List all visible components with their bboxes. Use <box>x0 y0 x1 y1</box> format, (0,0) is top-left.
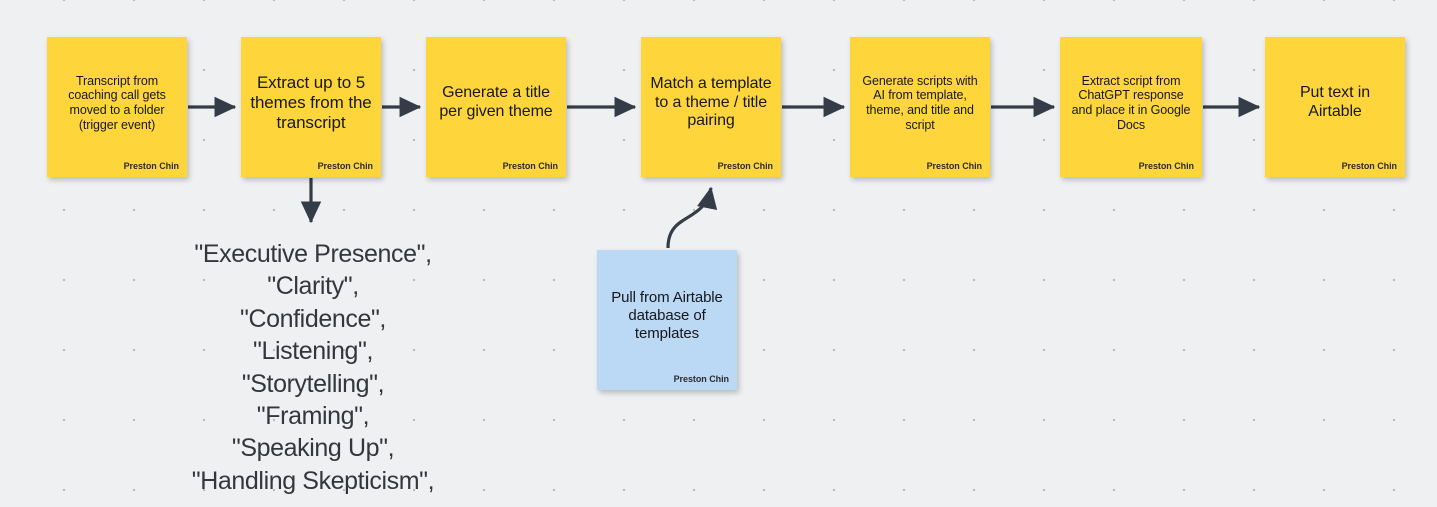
sticky-note-author: Preston Chin <box>1341 161 1397 171</box>
sticky-note-author: Preston Chin <box>926 161 982 171</box>
sticky-note-extract-script[interactable]: Extract script from ChatGPT response and… <box>1060 37 1202 177</box>
sticky-note-text: Extract up to 5 themes from the transcri… <box>250 72 372 133</box>
sticky-note-generate-scripts[interactable]: Generate scripts with AI from template, … <box>850 37 990 177</box>
sticky-note-match-template[interactable]: Match a template to a theme / title pair… <box>641 37 781 177</box>
sticky-note-author: Preston Chin <box>123 161 179 171</box>
sticky-note-author: Preston Chin <box>1138 161 1194 171</box>
theme-item: "Executive Presence", <box>194 240 432 268</box>
sticky-note-author: Preston Chin <box>673 374 729 384</box>
sticky-note-text: Put text in Airtable <box>1299 84 1371 120</box>
sticky-note-extract-themes[interactable]: Extract up to 5 themes from the transcri… <box>241 37 381 177</box>
themes-output-text: "Executive Presence", "Clarity", "Confiden… <box>120 238 506 497</box>
theme-item: "Framing", <box>256 402 370 431</box>
sticky-note-text: Pull from Airtable database of templates <box>611 289 723 342</box>
sticky-note-transcript-trigger[interactable]: Transcript from coaching call gets moved… <box>47 37 187 177</box>
sticky-note-text: Generate a title per given theme <box>439 84 553 120</box>
arrow-blue-to-match <box>666 186 718 249</box>
sticky-note-author: Preston Chin <box>502 161 558 171</box>
theme-item: "Confidence", <box>240 304 386 333</box>
theme-item: "Clarity", <box>267 272 359 301</box>
theme-item: "Listening", <box>253 337 373 366</box>
sticky-note-text: Generate scripts with AI from template, … <box>862 73 978 132</box>
sticky-note-text: Match a template to a theme / title pair… <box>650 74 772 130</box>
sticky-note-text: Extract script from ChatGPT response and… <box>1071 73 1191 132</box>
theme-item: "Speaking Up", <box>231 434 395 463</box>
sticky-note-author: Preston Chin <box>717 161 773 171</box>
theme-item: "Handling Skepticism", <box>191 466 435 495</box>
sticky-note-author: Preston Chin <box>317 161 373 171</box>
sticky-note-text: Transcript from coaching call gets moved… <box>68 73 166 132</box>
sticky-note-pull-templates[interactable]: Pull from Airtable database of templates… <box>597 250 737 390</box>
theme-item: "Storytelling", <box>241 369 385 398</box>
